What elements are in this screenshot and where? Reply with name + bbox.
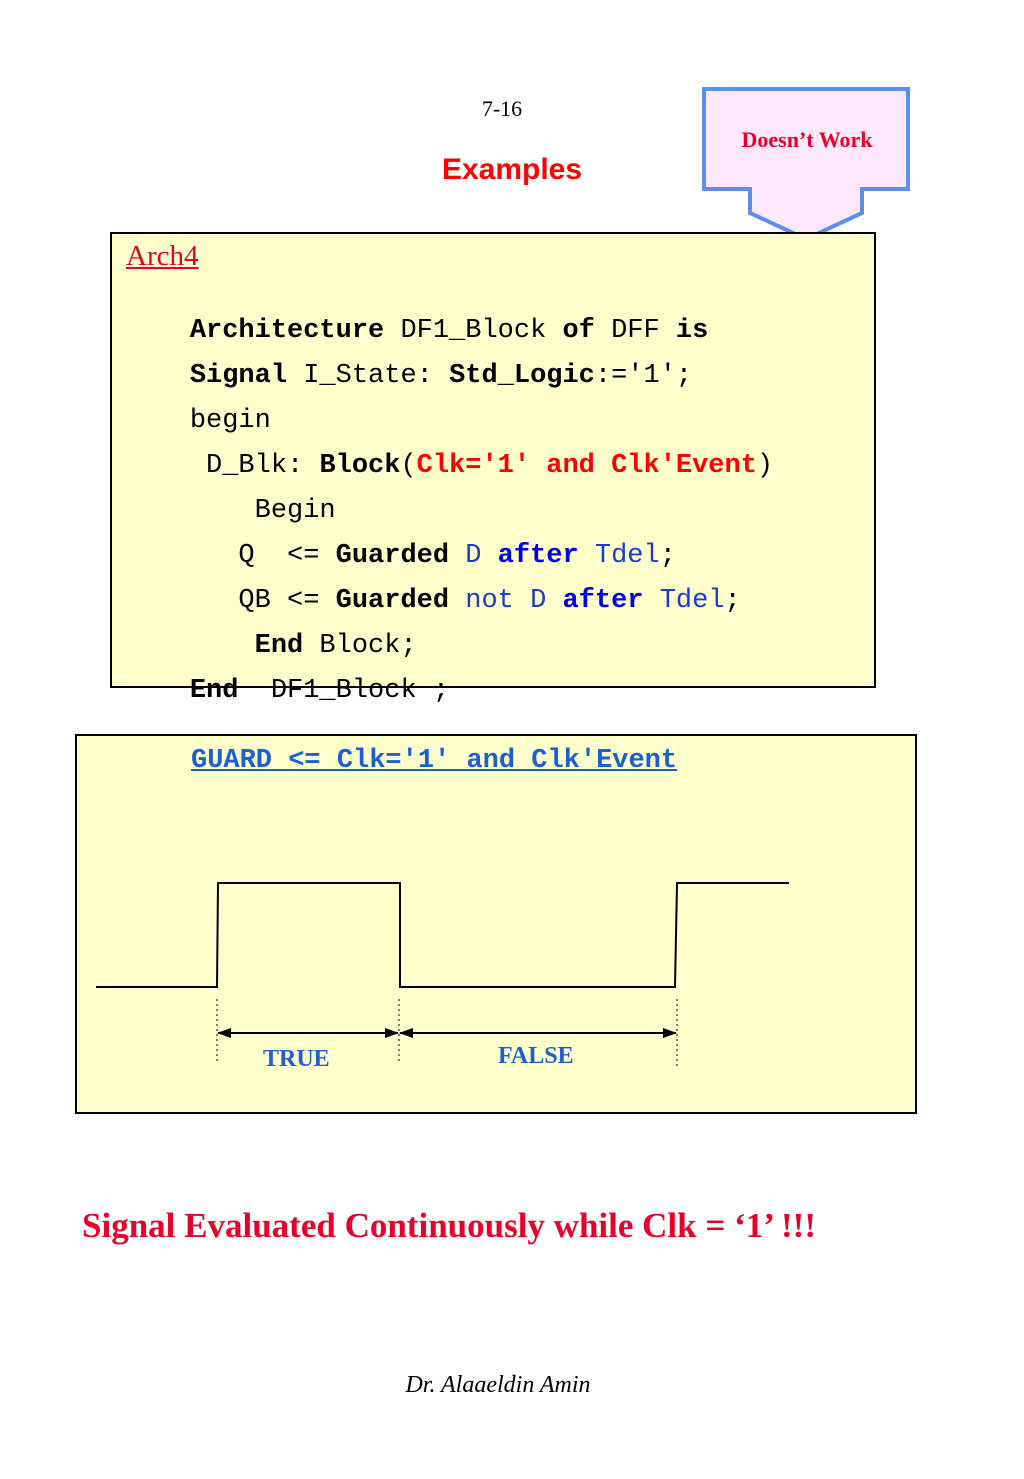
slide-title: Examples xyxy=(441,153,583,186)
code-token: Guarded xyxy=(335,586,450,616)
guard-condition: Clk='1' and Clk'Event xyxy=(416,451,757,481)
code-token: ; xyxy=(659,541,676,571)
code-token: Tdel xyxy=(594,541,660,571)
code-token xyxy=(449,586,465,616)
code-token: Block xyxy=(319,451,401,481)
code-token: Q <= xyxy=(189,541,336,571)
code-line-7: QB <= Guarded not D after Tdel; xyxy=(125,556,741,646)
code-token: Architecture xyxy=(189,316,385,346)
code-token xyxy=(546,586,562,616)
code-line-9: End DF1_Block ; xyxy=(125,646,449,736)
code-token: Guarded xyxy=(335,541,450,571)
code-line-2: Signal I_State: Std_Logic:='1'; xyxy=(125,331,692,421)
code-token: I_State: xyxy=(287,361,450,391)
callout-arrow-shape xyxy=(702,87,910,242)
code-line-4: D_Blk: Block(Clk='1' and Clk'Event) xyxy=(125,421,773,511)
code-token: Signal xyxy=(189,361,288,391)
callout-text: Doesn’t Work xyxy=(741,127,873,152)
true-label: TRUE xyxy=(263,1046,330,1072)
page-number: 7-16 xyxy=(481,96,523,121)
code-token: ) xyxy=(756,451,774,481)
author-footer: Dr. Alaaeldin Amin xyxy=(405,1372,591,1398)
code-token: End xyxy=(254,631,304,661)
code-token: not D xyxy=(465,586,547,616)
guard-expression: GUARD <= Clk='1' and Clk'Event xyxy=(191,746,678,776)
code-token: :='1'; xyxy=(594,361,693,391)
code-token: End xyxy=(189,676,239,706)
clock-waveform xyxy=(96,882,789,1069)
code-token: DF1_Block xyxy=(384,316,563,346)
code-token: ( xyxy=(400,451,417,481)
clock-signal-line xyxy=(96,882,789,988)
code-token: of xyxy=(562,316,595,346)
code-line-1: Architecture DF1_Block of DFF is xyxy=(125,286,709,376)
code-line-5: Begin xyxy=(125,466,336,556)
code-token: DFF xyxy=(594,316,676,346)
doesnt-work-callout: Doesn’t Work xyxy=(700,85,914,245)
code-token: Std_Logic xyxy=(449,361,595,391)
code-line-6: Q <= Guarded D after Tdel; xyxy=(125,511,676,601)
code-token: begin xyxy=(189,406,271,436)
timing-diagram-box: GUARD <= Clk='1' and Clk'Event TRUE FALS… xyxy=(75,734,917,1114)
code-token: is xyxy=(675,316,709,346)
code-box: Arch4 Architecture DF1_Block of DFF is S… xyxy=(110,232,876,706)
code-token xyxy=(644,586,660,616)
code-token: after xyxy=(562,586,644,616)
code-token: Begin xyxy=(189,496,336,526)
arch-label: Arch4 xyxy=(126,240,199,272)
code-line-3: begin xyxy=(125,376,271,466)
code-token: DF1_Block ; xyxy=(238,676,450,706)
code-token: ; xyxy=(724,586,741,616)
code-line-8: End Block; xyxy=(125,601,417,691)
conclusion-text: Signal Evaluated Continuously while Clk … xyxy=(82,1206,816,1245)
false-label: FALSE xyxy=(498,1043,574,1069)
code-token: D xyxy=(465,541,482,571)
code-token: after xyxy=(497,541,579,571)
code-token: QB <= xyxy=(189,586,336,616)
code-token: D_Blk: xyxy=(189,451,320,481)
code-token: Tdel xyxy=(659,586,725,616)
code-token: Block; xyxy=(303,631,417,661)
